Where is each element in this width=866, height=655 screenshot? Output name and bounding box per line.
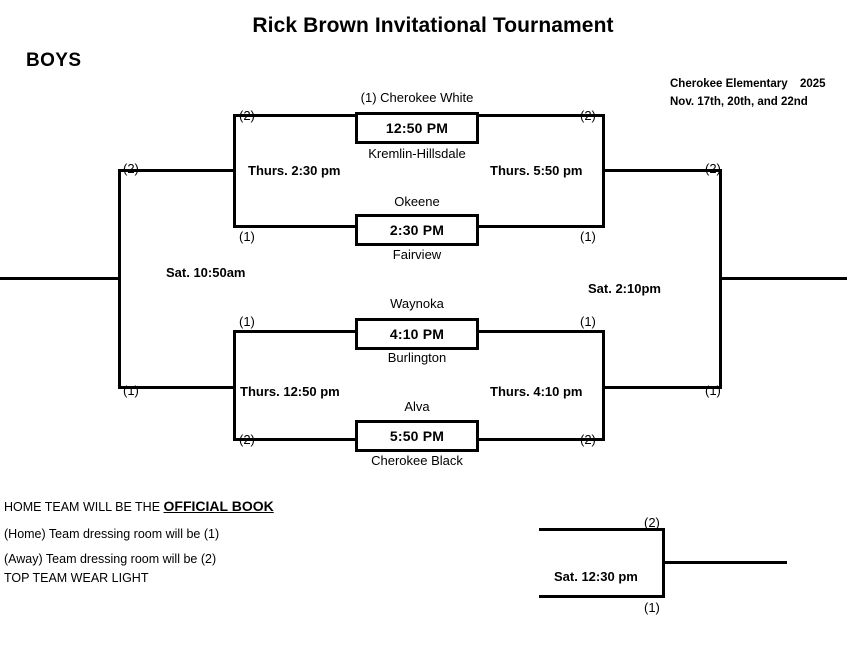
- seed-right-lower-top: (1): [580, 314, 596, 329]
- game-3-bottom-team: Burlington: [387, 350, 447, 365]
- championship-bottom-arm: [539, 595, 665, 598]
- seed-right-upper-top: (2): [580, 108, 596, 123]
- game-3-box[interactable]: 4:10 PM: [355, 318, 479, 350]
- game-4-box[interactable]: 5:50 PM: [355, 420, 479, 452]
- right-lower-spine: [602, 330, 605, 441]
- right-semi-top-arm: [602, 169, 722, 172]
- left-semi-top-arm: [118, 169, 236, 172]
- seed-left-lower-top: (1): [239, 314, 255, 329]
- seed-left-lower-bottom: (2): [239, 432, 255, 447]
- official-book-emphasis: OFFICIAL BOOK: [163, 498, 274, 514]
- championship-output-line: [662, 561, 787, 564]
- game-1-box[interactable]: 12:50 PM: [355, 112, 479, 144]
- left-semi-spine: [118, 169, 121, 389]
- game-1-top-team: (1) Cherokee White: [360, 90, 474, 105]
- seed-left-upper-top: (2): [239, 108, 255, 123]
- right-upper-bottom-arm: [477, 225, 605, 228]
- left-lower-spine: [233, 330, 236, 441]
- left-upper-spine: [233, 114, 236, 228]
- seed-right-semi-top: (2): [705, 161, 721, 176]
- page-title: Rick Brown Invitational Tournament: [252, 14, 614, 37]
- game-2-bottom-team: Fairview: [392, 247, 442, 262]
- right-lower-top-arm: [477, 330, 605, 333]
- game-1-time: 12:50 PM: [385, 120, 449, 136]
- game-4-top-team: Alva: [404, 399, 430, 414]
- seed-championship-bottom: (1): [644, 600, 660, 615]
- official-book-note: HOME TEAM WILL BE THE OFFICIAL BOOK: [4, 498, 274, 514]
- game-2-box[interactable]: 2:30 PM: [355, 214, 479, 246]
- game-1-bottom-team: Kremlin-Hillsdale: [368, 146, 466, 161]
- right-outer-feed-line: [719, 277, 847, 280]
- seed-left-semi-top: (2): [123, 161, 139, 176]
- game-2-time: 2:30 PM: [389, 222, 445, 238]
- round-label-left-upper: Thurs. 2:30 pm: [248, 163, 341, 178]
- right-upper-top-arm: [477, 114, 605, 117]
- game-4-bottom-team: Cherokee Black: [371, 453, 463, 468]
- game-2-top-team: Okeene: [394, 194, 440, 209]
- tournament-year: 2025: [800, 78, 826, 90]
- left-upper-bottom-arm: [233, 225, 358, 228]
- left-lower-top-arm: [233, 330, 358, 333]
- away-dressing-room-note: (Away) Team dressing room will be (2): [4, 552, 217, 566]
- left-upper-top-arm: [233, 114, 358, 117]
- seed-right-semi-bottom: (1): [705, 383, 721, 398]
- tournament-dates: Nov. 17th, 20th, and 22nd: [670, 96, 808, 108]
- left-lower-bottom-arm: [233, 438, 358, 441]
- seed-right-upper-bottom: (1): [580, 229, 596, 244]
- seed-championship-top: (2): [644, 515, 660, 530]
- left-semi-bottom-arm: [118, 386, 236, 389]
- round-label-left-semi: Sat. 10:50am: [166, 265, 246, 280]
- championship-label: Sat. 12:30 pm: [554, 569, 638, 584]
- round-label-left-lower: Thurs. 12:50 pm: [240, 384, 340, 399]
- seed-left-semi-bottom: (1): [123, 383, 139, 398]
- division-label: BOYS: [26, 50, 82, 71]
- left-outer-feed-line: [0, 277, 121, 280]
- round-label-right-upper: Thurs. 5:50 pm: [490, 163, 583, 178]
- seed-left-upper-bottom: (1): [239, 229, 255, 244]
- round-label-right-semi: Sat. 2:10pm: [588, 281, 661, 296]
- game-3-time: 4:10 PM: [389, 326, 445, 342]
- round-label-right-lower: Thurs. 4:10 pm: [490, 384, 583, 399]
- seed-right-lower-bottom: (2): [580, 432, 596, 447]
- home-dressing-room-note: (Home) Team dressing room will be (1): [4, 527, 220, 541]
- championship-top-arm: [539, 528, 665, 531]
- right-lower-bottom-arm: [477, 438, 605, 441]
- school-name: Cherokee Elementary: [670, 78, 788, 90]
- official-book-prefix: HOME TEAM WILL BE THE: [4, 500, 164, 514]
- game-4-time: 5:50 PM: [389, 428, 445, 444]
- right-semi-bottom-arm: [602, 386, 722, 389]
- game-3-top-team: Waynoka: [390, 296, 444, 311]
- top-team-wear-light-note: TOP TEAM WEAR LIGHT: [4, 571, 149, 585]
